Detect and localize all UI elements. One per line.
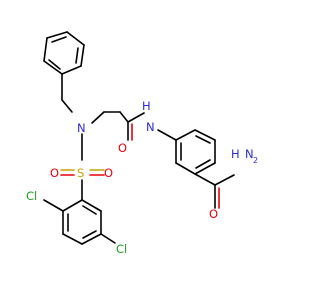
bond: [194, 129, 216, 141]
atom-o-sulfonyl-left: O: [50, 166, 59, 180]
bond: [48, 59, 61, 70]
bond: [175, 129, 196, 141]
benzyl-ring: [43, 31, 85, 75]
bond-c-cl-ortho: [43, 199, 64, 212]
bond-aryl-c: [194, 173, 216, 186]
bond: [81, 233, 102, 245]
bond-c-nh2: [214, 174, 235, 186]
bond: [195, 135, 211, 144]
bond-nh-aryl: [157, 129, 177, 141]
atom-cl-meta: Cl: [116, 242, 127, 256]
bond: [66, 31, 85, 46]
bond: [81, 199, 102, 212]
bond: [43, 37, 48, 62]
bond: [62, 233, 83, 245]
atom-o-sulfonyl-right: O: [104, 166, 113, 180]
bond: [43, 60, 63, 75]
atom-nh-amide-h: H: [142, 99, 151, 113]
bond: [75, 47, 79, 64]
atom-nh2-n: N: [245, 147, 254, 161]
atom-n-amine: N: [77, 121, 86, 135]
bond-n-ch2: [91, 111, 105, 124]
atom-nh2-h: H: [231, 147, 240, 161]
bond: [194, 162, 216, 175]
molecule-structure: N S O O O H N Cl Cl H N 2 O: [26, 31, 258, 256]
bond: [82, 230, 97, 239]
dichlorophenyl-ring: [62, 199, 102, 245]
atom-cl-ortho: Cl: [26, 189, 37, 203]
bond: [62, 199, 83, 212]
bond: [46, 31, 68, 39]
atom-nh-amide-n: N: [146, 120, 155, 134]
bond: [51, 36, 67, 43]
bond-ch2-n: [61, 99, 73, 113]
bond: [82, 205, 97, 215]
para-aryl-ring: [175, 129, 216, 175]
atom-o-amide-right: O: [209, 207, 218, 221]
bond: [195, 159, 211, 169]
structure-canvas: N S O O O H N Cl Cl H N 2 O: [26, 31, 258, 256]
bond: [61, 65, 82, 75]
atom-nh2-subscript: 2: [253, 156, 258, 165]
atom-sulfur: S: [77, 166, 84, 180]
bond: [80, 44, 85, 67]
bond-c-nh: [127, 112, 145, 123]
bond: [175, 162, 196, 175]
bond-ch2-c: [119, 111, 129, 123]
bond-c-cl-meta: [100, 233, 116, 244]
atom-o-amide-left: O: [118, 141, 127, 155]
